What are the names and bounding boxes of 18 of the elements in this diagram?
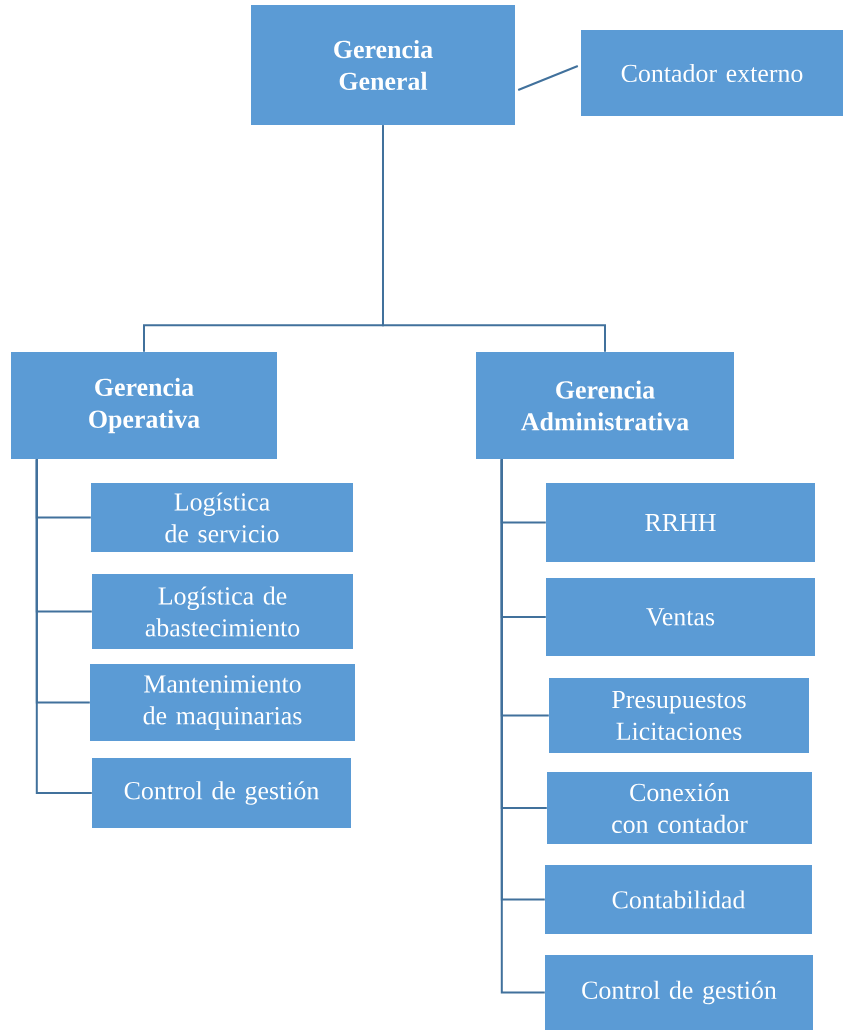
org-box: Control de gestión — [545, 955, 813, 1030]
org-box: Ventas — [546, 578, 815, 656]
org-box: RRHH — [546, 483, 815, 562]
org-box: Contabilidad — [545, 865, 812, 934]
org-box: Mantenimiento de maquinarias — [90, 664, 355, 741]
org-box: Control de gestión — [92, 758, 351, 828]
connector-line — [500, 458, 546, 994]
org-box: Logística de abastecimiento — [92, 574, 353, 649]
org-box: Presupuestos Licitaciones — [549, 678, 809, 753]
org-box: Gerencia General — [251, 5, 515, 125]
org-box: Gerencia Administrativa — [476, 352, 734, 459]
org-box: Logística de servicio — [91, 483, 353, 552]
connector-line — [517, 65, 579, 91]
org-box: Contador externo — [581, 30, 843, 116]
org-box: Gerencia Operativa — [11, 352, 277, 459]
org-box: Conexión con contador — [547, 772, 812, 844]
connector-line — [382, 124, 606, 353]
connector-line — [35, 458, 93, 794]
